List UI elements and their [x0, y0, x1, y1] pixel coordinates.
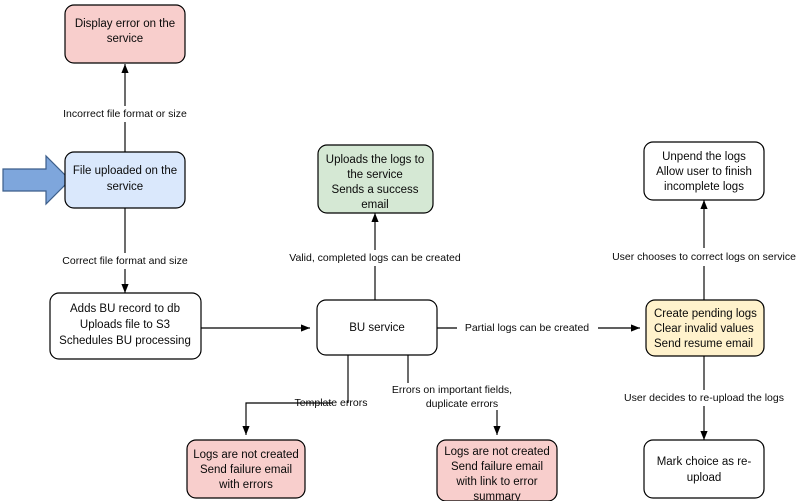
node-unpend-logs-line1: Unpend the logs	[662, 151, 746, 163]
node-create-pending-logs-line3: Send resume email	[654, 338, 753, 350]
edge-incorrect-format: Incorrect file format or size	[63, 64, 187, 152]
node-create-pending-logs[interactable]: Create pending logs Clear invalid values…	[645, 299, 765, 357]
node-adds-bu-record-line2: Uploads file to S3	[80, 319, 170, 331]
node-logs-not-created-summary-line3: with link to error	[455, 476, 537, 488]
node-bu-service-label: BU service	[349, 322, 405, 334]
node-logs-not-created-template-line2: Send failure email	[200, 464, 292, 476]
node-bu-service[interactable]: BU service	[316, 299, 438, 356]
node-uploads-logs-line2: the service	[347, 169, 403, 181]
node-create-pending-logs-line2: Clear invalid values	[654, 323, 754, 335]
node-display-error-line2: service	[107, 33, 143, 45]
start-arrow[interactable]	[2, 154, 71, 206]
edge-label-valid-logs: Valid, completed logs can be created	[289, 252, 461, 264]
node-logs-not-created-summary-line2: Send failure email	[451, 461, 543, 473]
node-adds-bu-record-line3: Schedules BU processing	[59, 335, 191, 347]
node-adds-bu-record-shape	[49, 292, 202, 360]
node-create-pending-logs-shape	[645, 299, 765, 357]
node-file-uploaded-shape	[64, 151, 186, 209]
node-logs-not-created-template-line1: Logs are not created	[193, 449, 299, 461]
node-mark-choice[interactable]: Mark choice as re- upload	[643, 439, 765, 499]
node-logs-not-created-summary[interactable]: Logs are not created Send failure email …	[436, 439, 558, 501]
edge-partial-logs: Partial logs can be created	[437, 322, 640, 334]
node-logs-not-created-template-shape	[186, 439, 306, 499]
node-logs-not-created-summary-shape	[436, 439, 558, 501]
node-mark-choice-shape	[643, 439, 765, 499]
edge-label-partial-logs: Partial logs can be created	[465, 322, 589, 334]
node-logs-not-created-summary-line1: Logs are not created	[444, 446, 550, 458]
node-uploads-logs-line4: email	[361, 199, 388, 211]
node-display-error-line1: Display error on the	[75, 18, 175, 30]
node-logs-not-created-summary-line4: summary	[473, 491, 521, 501]
edge-label-important-field-errors-line2: duplicate errors	[426, 398, 498, 410]
node-file-uploaded-line1: File uploaded on the	[73, 165, 177, 177]
node-create-pending-logs-line1: Create pending logs	[654, 308, 757, 320]
node-uploads-logs-line3: Sends a success	[332, 184, 419, 196]
node-unpend-logs[interactable]: Unpend the logs Allow user to finish inc…	[643, 141, 765, 201]
node-unpend-logs-line3: incomplete logs	[664, 181, 744, 193]
edge-important-field-errors: Errors on important fields, duplicate er…	[392, 355, 512, 435]
edge-template-errors: Template errors	[242, 355, 368, 435]
edge-label-incorrect-format: Incorrect file format or size	[63, 108, 187, 120]
node-unpend-logs-shape	[643, 141, 765, 201]
node-logs-not-created-template[interactable]: Logs are not created Send failure email …	[186, 439, 306, 499]
node-mark-choice-line1: Mark choice as re-	[657, 456, 752, 468]
node-adds-bu-record[interactable]: Adds BU record to db Uploads file to S3 …	[49, 292, 202, 360]
node-file-uploaded[interactable]: File uploaded on the service	[64, 151, 186, 209]
node-uploads-logs[interactable]: Uploads the logs to the service Sends a …	[317, 144, 434, 214]
node-uploads-logs-shape	[317, 144, 434, 214]
node-display-error[interactable]: Display error on the service	[64, 4, 186, 64]
edge-label-template-errors: Template errors	[295, 397, 368, 409]
edge-label-re-upload: User decides to re-upload the logs	[624, 392, 784, 404]
node-unpend-logs-line2: Allow user to finish	[656, 166, 752, 178]
edge-label-correct-format: Correct file format and size	[62, 255, 188, 267]
edge-valid-logs: Valid, completed logs can be created	[289, 213, 461, 300]
node-logs-not-created-template-line3: with errors	[218, 479, 273, 491]
edge-re-upload: User decides to re-upload the logs	[624, 356, 784, 440]
node-display-error-shape	[64, 4, 186, 64]
node-bu-service-shape	[316, 299, 438, 356]
node-uploads-logs-line1: Uploads the logs to	[326, 154, 424, 166]
edge-label-important-field-errors-line1: Errors on important fields,	[392, 384, 512, 396]
node-file-uploaded-line2: service	[107, 181, 143, 193]
edge-correct-on-service: User chooses to correct logs on service	[612, 200, 796, 300]
node-mark-choice-line2: upload	[687, 472, 722, 484]
edge-label-correct-on-service: User chooses to correct logs on service	[612, 251, 796, 263]
edge-correct-format: Correct file format and size	[62, 208, 188, 293]
node-adds-bu-record-line1: Adds BU record to db	[70, 303, 180, 315]
